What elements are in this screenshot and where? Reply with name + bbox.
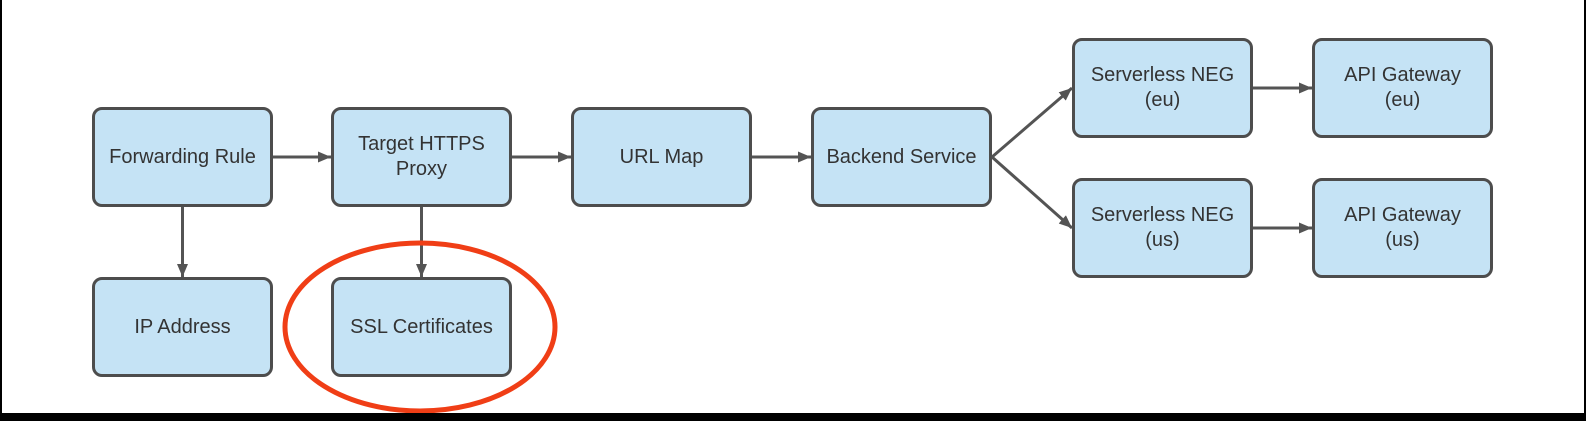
node-label: Backend Service [826, 145, 977, 168]
node-api-gateway-eu: API Gateway (eu) [1312, 38, 1493, 138]
window-edge-left [0, 0, 2, 421]
node-backend-service: Backend Service [811, 107, 992, 207]
node-serverless-neg-eu: Serverless NEG (eu) [1072, 38, 1253, 138]
node-label: URL Map [619, 145, 704, 168]
node-label: SSL Certificates [350, 315, 493, 338]
node-api-gateway-us: API Gateway (us) [1312, 178, 1493, 278]
node-label: Serverless NEG (eu) [1090, 64, 1235, 111]
node-label: IP Address [134, 315, 231, 338]
node-label: API Gateway (eu) [1344, 64, 1461, 111]
node-ssl-certificates: SSL Certificates [331, 277, 512, 377]
window-bar-bottom [0, 413, 1586, 421]
node-target-https-proxy: Target HTTPS Proxy [331, 107, 512, 207]
node-url-map: URL Map [571, 107, 752, 207]
node-label: Forwarding Rule [109, 145, 256, 168]
node-label: API Gateway (us) [1344, 204, 1461, 251]
node-ip-address: IP Address [92, 277, 273, 377]
window-edge-right [1584, 0, 1586, 421]
node-label: Serverless NEG (us) [1090, 204, 1235, 251]
node-label: Target HTTPS Proxy [358, 133, 485, 180]
node-serverless-neg-us: Serverless NEG (us) [1072, 178, 1253, 278]
node-forwarding-rule: Forwarding Rule [92, 107, 273, 207]
